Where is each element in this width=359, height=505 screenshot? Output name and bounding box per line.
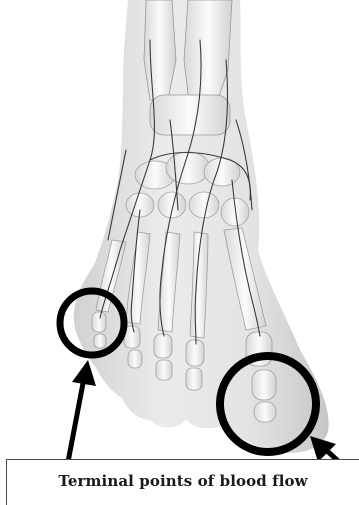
leg-bones	[144, 0, 232, 135]
caption-text: Terminal points of blood flow	[7, 472, 359, 490]
caption-box: Terminal points of blood flow	[6, 459, 359, 505]
arrow-left-icon	[68, 360, 96, 462]
